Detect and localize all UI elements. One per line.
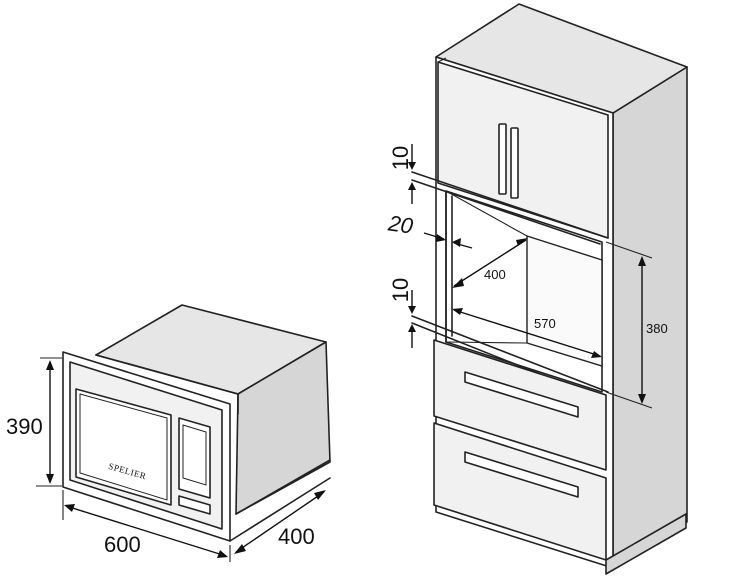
label-gap-bottom: 10 xyxy=(388,278,413,302)
microwave-side xyxy=(235,341,331,515)
microwave-door-window xyxy=(75,388,172,506)
drawer-top xyxy=(433,339,607,471)
cabinet-plinth xyxy=(605,513,687,575)
dim-niche-depth: 400 xyxy=(452,238,528,288)
microwave-oven: SPELIER 390 600 400 xyxy=(6,304,331,562)
dim-gap-top: 10 xyxy=(388,144,416,204)
dim-microwave-width: 600 xyxy=(62,490,231,562)
dim-gap-bottom: 10 xyxy=(388,278,416,348)
dim-niche-width: 570 xyxy=(452,308,602,358)
label-microwave-width: 600 xyxy=(104,532,141,557)
label-niche-depth: 400 xyxy=(484,267,506,282)
label-niche-width: 570 xyxy=(534,316,556,331)
label-gap-top: 10 xyxy=(388,146,413,170)
door-handle-left xyxy=(498,123,507,195)
drawer-top-handle xyxy=(464,371,579,418)
dim-niche-height: 380 xyxy=(605,241,668,409)
dim-side-gap: 20 xyxy=(386,210,473,249)
niche-bottom-shelf xyxy=(411,315,609,393)
cabinet-side-panel xyxy=(612,66,688,569)
door-handle-right xyxy=(510,127,519,199)
microwave-niche xyxy=(445,190,603,393)
label-microwave-depth: 400 xyxy=(278,524,315,549)
dim-microwave-depth: 400 xyxy=(234,490,326,554)
drawer-bottom-handle xyxy=(464,451,579,498)
label-microwave-height: 390 xyxy=(6,414,43,439)
label-niche-height: 380 xyxy=(646,321,668,336)
microwave-bottom-strip xyxy=(178,495,211,515)
microwave-control-panel xyxy=(178,417,211,499)
niche-top-shelf xyxy=(411,171,609,239)
dim-microwave-height: 390 xyxy=(6,357,62,487)
label-side-gap: 20 xyxy=(386,210,415,238)
tall-cabinet: 10 20 400 10 5 xyxy=(386,3,688,575)
